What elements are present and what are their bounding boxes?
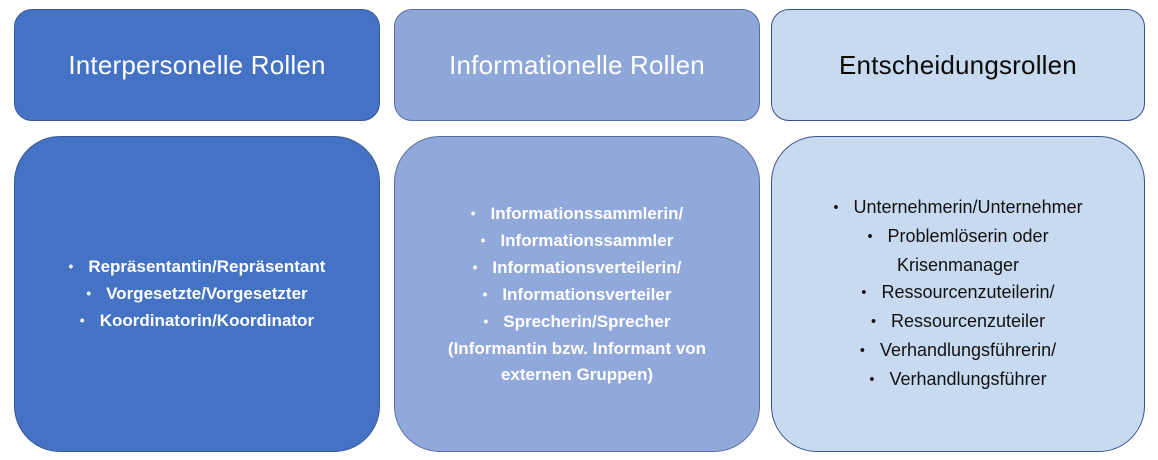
list-item: • Sprecherin/Sprecher — [483, 309, 670, 336]
decisional-roles-header: Entscheidungsrollen — [771, 9, 1145, 121]
informational-roles-body: •Informationssammlerin/•Informationssamm… — [394, 136, 760, 452]
list-item-text: Informationsverteiler — [502, 284, 672, 304]
column-informational-roles: Informationelle Rollen •Informationssamm… — [394, 0, 760, 460]
list-item-text: Verhandlungsführerin/ — [879, 339, 1057, 360]
interpersonal-roles-body: • Repräsentantin/Repräsentant • Vorgesetzte… — [14, 136, 380, 452]
bullet-icon: • — [869, 371, 875, 388]
list-item-text: Koordinatorin/Koordinator — [99, 310, 315, 330]
list-item: (Informantin bzw. Informant von — [448, 336, 706, 362]
bullet-icon: • — [472, 259, 478, 275]
list-item: • Informationsverteilerin/ — [473, 255, 682, 282]
list-item-text: Ressourcenzuteiler — [890, 310, 1046, 331]
list-item-text: Problemlöserin oder — [887, 225, 1049, 246]
list-item: • Ressourcenzuteilerin/ — [861, 279, 1054, 308]
list-item-text: Unternehmerin/Unternehmer — [853, 196, 1083, 217]
decisional-roles-header-label: Entscheidungsrollen — [839, 49, 1077, 80]
bullet-icon: • — [480, 232, 486, 248]
bullet-icon: • — [79, 312, 85, 328]
list-item: Krisenmanager — [897, 252, 1019, 279]
bullet-icon: • — [833, 199, 839, 216]
list-item: • Informationssammler — [481, 228, 674, 255]
list-item-text: Informationsverteilerin/ — [492, 257, 682, 277]
list-item: • Koordinatorin/Koordinator — [80, 308, 314, 335]
list-item: • Unternehmerin/Unternehmer — [833, 194, 1082, 223]
list-item: • Informationssammlerin/ — [471, 201, 683, 228]
bullet-icon: • — [483, 313, 489, 329]
list-item: • Problemlöserin oder — [867, 223, 1048, 252]
bullet-icon: • — [482, 286, 488, 302]
informational-roles-header: Informationelle Rollen — [394, 9, 760, 121]
decisional-roles-body: • Unternehmerin/Unternehmer • Problemlöseri… — [771, 136, 1145, 452]
interpersonal-roles-header-label: Interpersonelle Rollen — [68, 49, 326, 80]
list-item-text: externen Gruppen) — [500, 364, 654, 384]
list-item: • Verhandlungsführer — [869, 366, 1046, 395]
list-item: • Informationsverteiler — [483, 282, 672, 309]
informational-roles-header-label: Informationelle Rollen — [449, 49, 705, 80]
column-interpersonal-roles: Interpersonelle Rollen • Repräsentantin/R… — [14, 0, 380, 460]
column-decisional-roles: Entscheidungsrollen • Unternehmerin/Unter… — [771, 0, 1145, 460]
bullet-icon: • — [470, 205, 476, 221]
list-item-text: Ressourcenzuteilerin/ — [881, 281, 1055, 302]
list-item-text: Informationssammler — [500, 230, 674, 250]
list-item: • Repräsentantin/Repräsentant — [69, 254, 326, 281]
bullet-icon: • — [861, 284, 867, 301]
bullet-icon: • — [859, 342, 865, 359]
list-item: • Vorgesetzte/Vorgesetzter — [86, 281, 307, 308]
bullet-icon: • — [870, 313, 876, 330]
list-item-text: Krisenmanager — [896, 254, 1020, 275]
interpersonal-roles-header: Interpersonelle Rollen — [14, 9, 380, 121]
list-item-text: Vorgesetzte/Vorgesetzter — [106, 283, 308, 303]
list-item: • Verhandlungsführerin/ — [860, 337, 1056, 366]
bullet-icon: • — [68, 258, 74, 274]
bullet-icon: • — [86, 285, 92, 301]
list-item-text: Informationssammlerin/ — [490, 203, 684, 223]
list-item: externen Gruppen) — [501, 362, 653, 388]
list-item-text: Sprecherin/Sprecher — [503, 311, 671, 331]
list-item-text: Verhandlungsführer — [889, 368, 1047, 389]
bullet-icon: • — [867, 228, 873, 245]
list-item: • Ressourcenzuteiler — [871, 308, 1045, 337]
list-item-text: (Informantin bzw. Informant von — [447, 338, 707, 358]
list-item-text: Repräsentantin/Repräsentant — [88, 256, 326, 276]
